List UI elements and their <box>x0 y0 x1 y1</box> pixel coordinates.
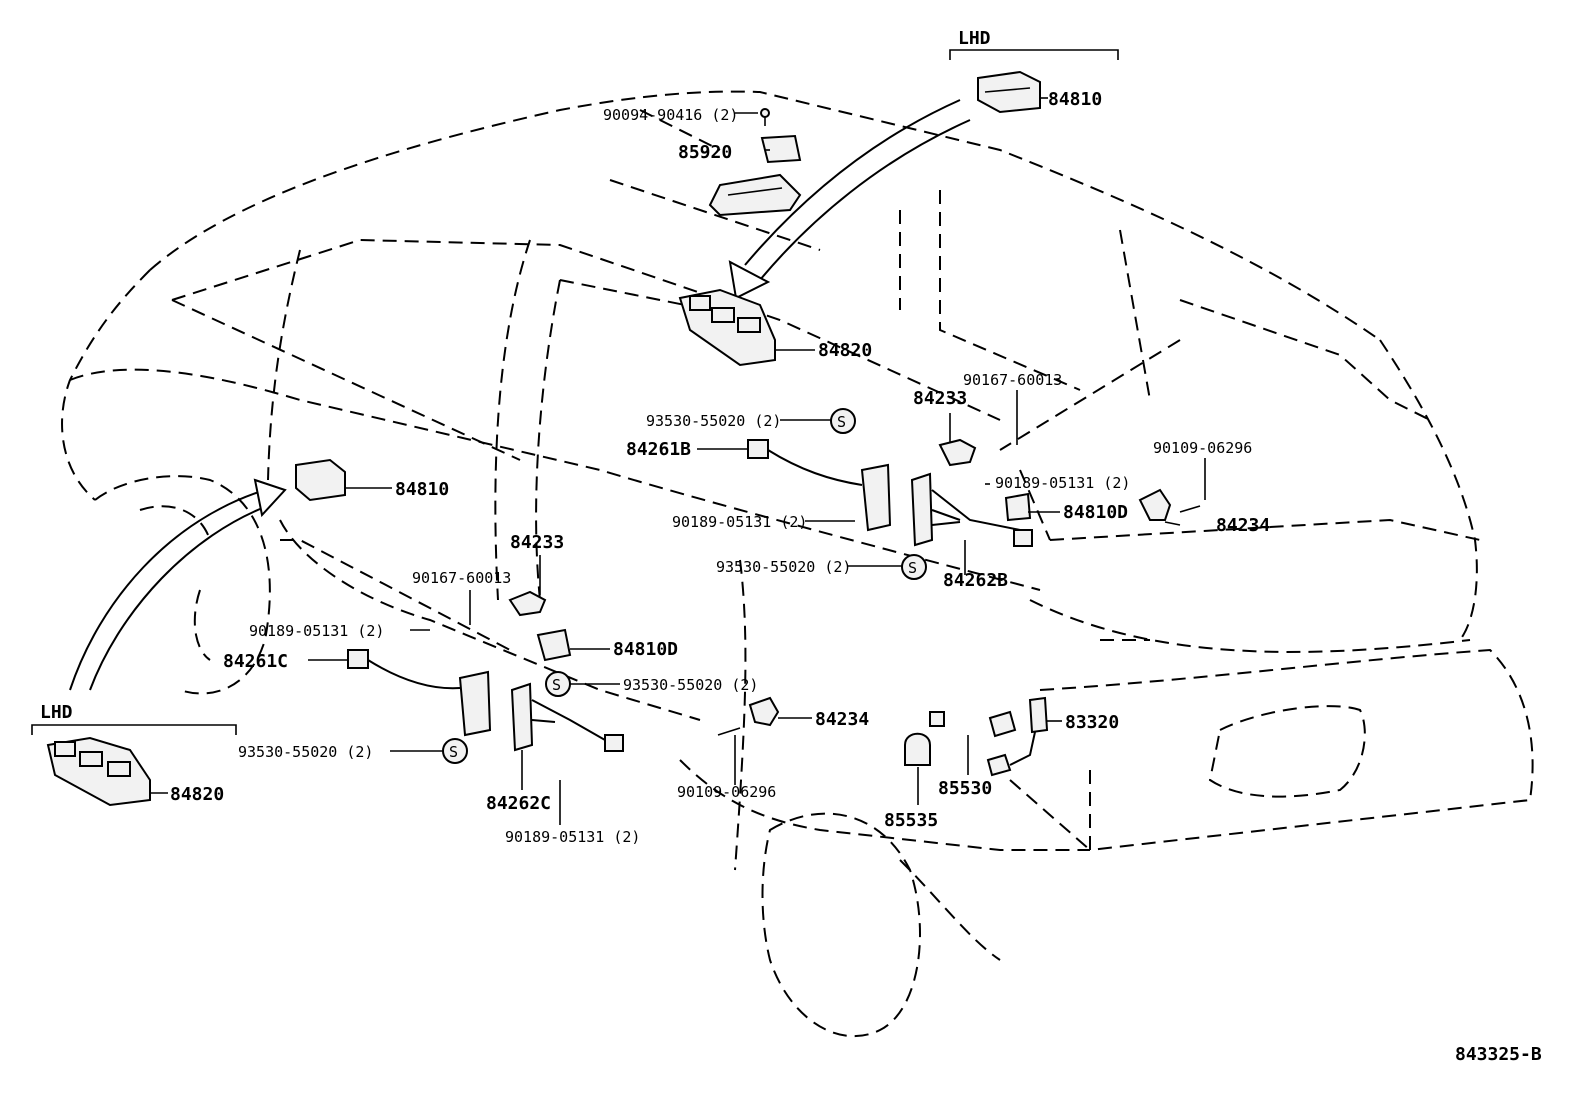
lhd-bracket-left: LHD <box>31 702 237 735</box>
lhd-label-top: LHD <box>958 28 991 49</box>
screw-symbol: S <box>449 743 458 761</box>
part-bolt-90094 <box>760 108 770 126</box>
callout-84262b: 84262B <box>943 570 1008 591</box>
drawing-number: 843325-B <box>1455 1044 1542 1065</box>
callout-90189-c: 90189-05131 (2) <box>249 622 384 640</box>
part-85535 <box>904 711 945 766</box>
callout-84810-left: 84810 <box>395 479 449 500</box>
part-84234-left <box>717 696 780 736</box>
callout-90167-right: 90167-60013 <box>963 371 1062 389</box>
part-84810d-left <box>536 628 572 662</box>
screw-symbol: S <box>552 676 561 694</box>
part-83320 <box>1009 696 1049 766</box>
callout-84234-right: 84234 <box>1216 515 1270 536</box>
callout-84810-top: 84810 <box>1048 89 1102 110</box>
callout-85920: 85920 <box>678 142 732 163</box>
part-84262c-harness <box>510 682 624 752</box>
part-85920 <box>760 134 802 164</box>
callout-83320: 83320 <box>1065 712 1119 733</box>
part-84810-top <box>977 70 1041 114</box>
part-84234-right <box>1138 488 1201 521</box>
callout-93530-d: 93530-55020 (2) <box>238 743 373 761</box>
callout-84261c: 84261C <box>223 651 288 672</box>
callout-90094-90416: 90094-90416 (2) <box>603 106 738 124</box>
lhd-bracket-top: LHD <box>949 28 1119 60</box>
callout-93530-a: 93530-55020 (2) <box>646 412 781 430</box>
callout-90109-right: 90109-06296 <box>1153 439 1252 457</box>
screw-marks: S S S S <box>442 408 927 764</box>
callout-84234-left: 84234 <box>815 709 869 730</box>
part-84262b-harness <box>910 472 1033 547</box>
callout-84233-right: 84233 <box>913 388 967 409</box>
callouts: 84810 90094-90416 (2) 85920 84820 93530-… <box>170 89 1270 846</box>
callout-84810d-left: 84810D <box>613 639 678 660</box>
vehicle-outline <box>61 90 1534 1038</box>
callout-85530: 85530 <box>938 778 992 799</box>
callout-84820-top: 84820 <box>818 340 872 361</box>
part-84233-left <box>508 590 547 617</box>
part-84233-right <box>938 438 977 467</box>
lhd-label-left: LHD <box>40 702 73 723</box>
part-84810-left <box>295 458 346 502</box>
part-bezel <box>708 173 802 217</box>
callout-93530-c: 93530-55020 (2) <box>623 676 758 694</box>
part-84261b-harness <box>747 439 892 532</box>
callout-90109-left: 90109-06296 <box>677 783 776 801</box>
callout-90189-b: 90189-05131 (2) <box>672 513 807 531</box>
part-84810d-right <box>1004 492 1032 522</box>
callout-84810d-right: 84810D <box>1063 502 1128 523</box>
callout-84261b: 84261B <box>626 439 691 460</box>
part-84820-top <box>678 288 776 367</box>
callout-84262c: 84262C <box>486 793 551 814</box>
part-85530 <box>986 710 1017 777</box>
callout-90189-d: 90189-05131 (2) <box>505 828 640 846</box>
callout-93530-b: 93530-55020 (2) <box>716 558 851 576</box>
callout-90167-left: 90167-60013 <box>412 569 511 587</box>
arrow-to-left-switch <box>69 478 287 691</box>
screw-symbol: S <box>908 559 917 577</box>
leader-lines <box>150 97 1206 825</box>
arrow-to-rear-switch <box>728 99 971 300</box>
callout-84820-left: 84820 <box>170 784 224 805</box>
screw-symbol: S <box>837 413 846 431</box>
part-84261c-harness <box>347 649 492 737</box>
part-84820-left <box>46 736 151 807</box>
callout-85535: 85535 <box>884 810 938 831</box>
callout-90189-a: 90189-05131 (2) <box>995 474 1130 492</box>
callout-84233-left: 84233 <box>510 532 564 553</box>
